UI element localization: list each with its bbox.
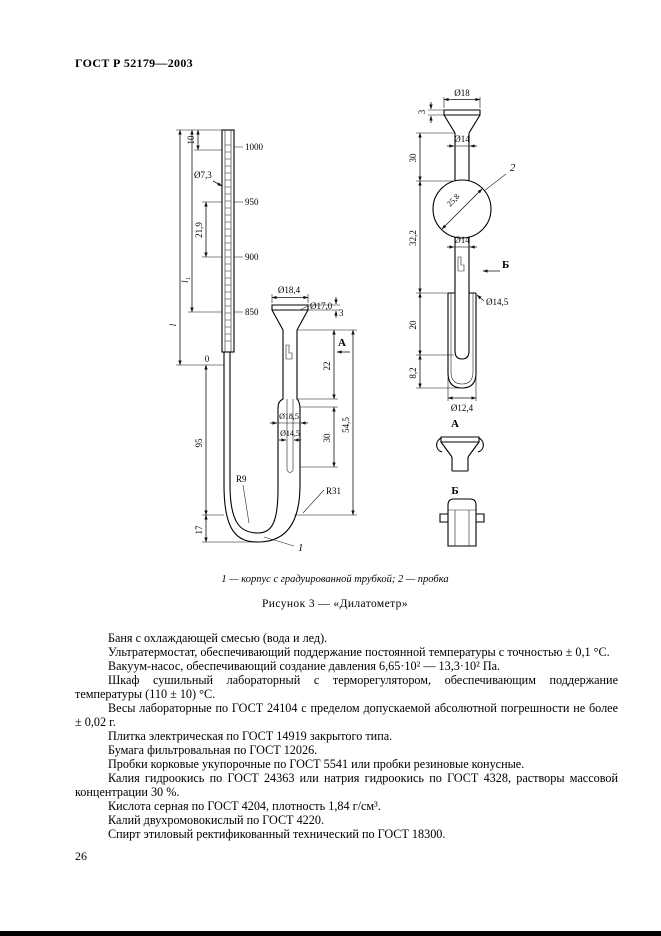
left-dimensions: 10 21,9 l₁ l 95 17 Ø7,3 R9 [168,129,256,543]
paragraph: Весы лабораторные по ГОСТ 24104 с предел… [75,701,618,729]
dim-label-25-8: 25,8 [445,192,461,208]
dim-label-r31: R31 [326,486,341,496]
paragraph: Калия гидроокись по ГОСТ 24363 или натри… [75,771,618,799]
dim-label-dia14-5-mid: Ø14,5 [280,429,300,438]
view-b-title: Б [451,485,458,497]
page-number: 26 [75,849,87,863]
paragraph: Шкаф сушильный лабораторный с терморегул… [75,673,618,701]
view-b-arrow-label: Б [502,259,509,271]
dim-label-21-9: 21,9 [194,222,204,238]
dim-label-l: l [168,323,178,326]
dim-label-r9: R9 [236,474,247,484]
paragraph: Бумага фильтровальная по ГОСТ 12026. [108,743,318,757]
dim-label-30-mid: 30 [322,433,332,443]
view-a-arrow-label: А [338,337,346,349]
paragraph: Пробки корковые укупорочные по ГОСТ 5541… [108,757,525,771]
dim-label-dia14-bot: Ø14 [454,235,470,245]
dim-label-dia14-5-right: Ø14,5 [486,297,509,307]
view-a: А [436,418,484,472]
figure-drawing: 1000 950 900 850 0 10 21,9 l₁ [168,88,516,554]
dim-label-dia14-top: Ø14 [454,134,470,144]
dim-label-3-right: 3 [417,109,427,114]
paragraph: Ультратермостат, обеспечивающий поддержа… [108,645,610,659]
body-text: Баня с охлаждающей смесью (вода и лед). … [75,631,618,841]
scale-0: 0 [205,354,210,364]
part-label-1: 1 [298,543,303,554]
paragraph: Вакуум-насос, обеспечивающий создание да… [108,659,501,673]
dim-label-dia18-4: Ø18,4 [278,285,301,295]
dim-label-l1: l₁ [180,277,190,283]
dim-label-dia17-0: Ø17,0 [310,301,333,311]
dim-label-20: 20 [408,320,418,330]
figure-parts-caption: 1 — корпус с градуированной трубкой; 2 —… [221,574,449,585]
dim-label-22: 22 [322,362,332,371]
part-label-2: 2 [510,163,516,174]
view-a-title: А [451,418,459,430]
scale-900: 900 [245,252,259,262]
paragraph: Плитка электрическая по ГОСТ 14919 закры… [108,729,393,743]
dim-label-32-2: 32,2 [408,230,418,246]
right-dimensions: Ø18 3 Ø14 30 32,2 20 8,2 25,8 2 Ø1 [408,88,516,413]
dim-label-3-mid: 3 [339,308,344,318]
scale-950: 950 [245,197,259,207]
dim-label-30-right: 30 [408,153,418,163]
dim-label-95: 95 [194,438,204,448]
paragraph: Калий двухромовокислый по ГОСТ 4220. [108,813,324,827]
paragraph: Спирт этиловый ректификованный техническ… [108,827,446,841]
scan-edge [0,931,661,936]
dim-label-8-2: 8,2 [408,367,418,378]
scale-850: 850 [245,307,259,317]
middle-dimensions: Ø18,4 Ø17,0 3 22 30 54,5 Ø18,5 Ø14,5 А [263,285,357,554]
dim-label-54-5: 54,5 [341,417,351,433]
bulb [432,179,492,239]
view-b: Б [439,485,485,547]
figure-title: Рисунок 3 — «Дилатометр» [262,598,408,610]
scale-1000: 1000 [245,142,264,152]
dim-label-10: 10 [186,135,196,145]
tube-outline [221,129,235,353]
paragraph: Баня с охлаждающей смесью (вода и лед). [108,631,328,645]
dim-label-dia18-5: Ø18,5 [279,412,299,421]
paragraph: Кислота серная по ГОСТ 4204, плотность 1… [108,799,381,813]
dim-label-dia18: Ø18 [454,88,470,98]
dim-label-17: 17 [194,525,204,535]
doc-number: ГОСТ Р 52179—2003 [75,56,193,70]
dim-label-dia12-4: Ø12,4 [451,403,474,413]
right-vessel [432,109,492,389]
dim-label-dia7-3: Ø7,3 [194,170,212,180]
